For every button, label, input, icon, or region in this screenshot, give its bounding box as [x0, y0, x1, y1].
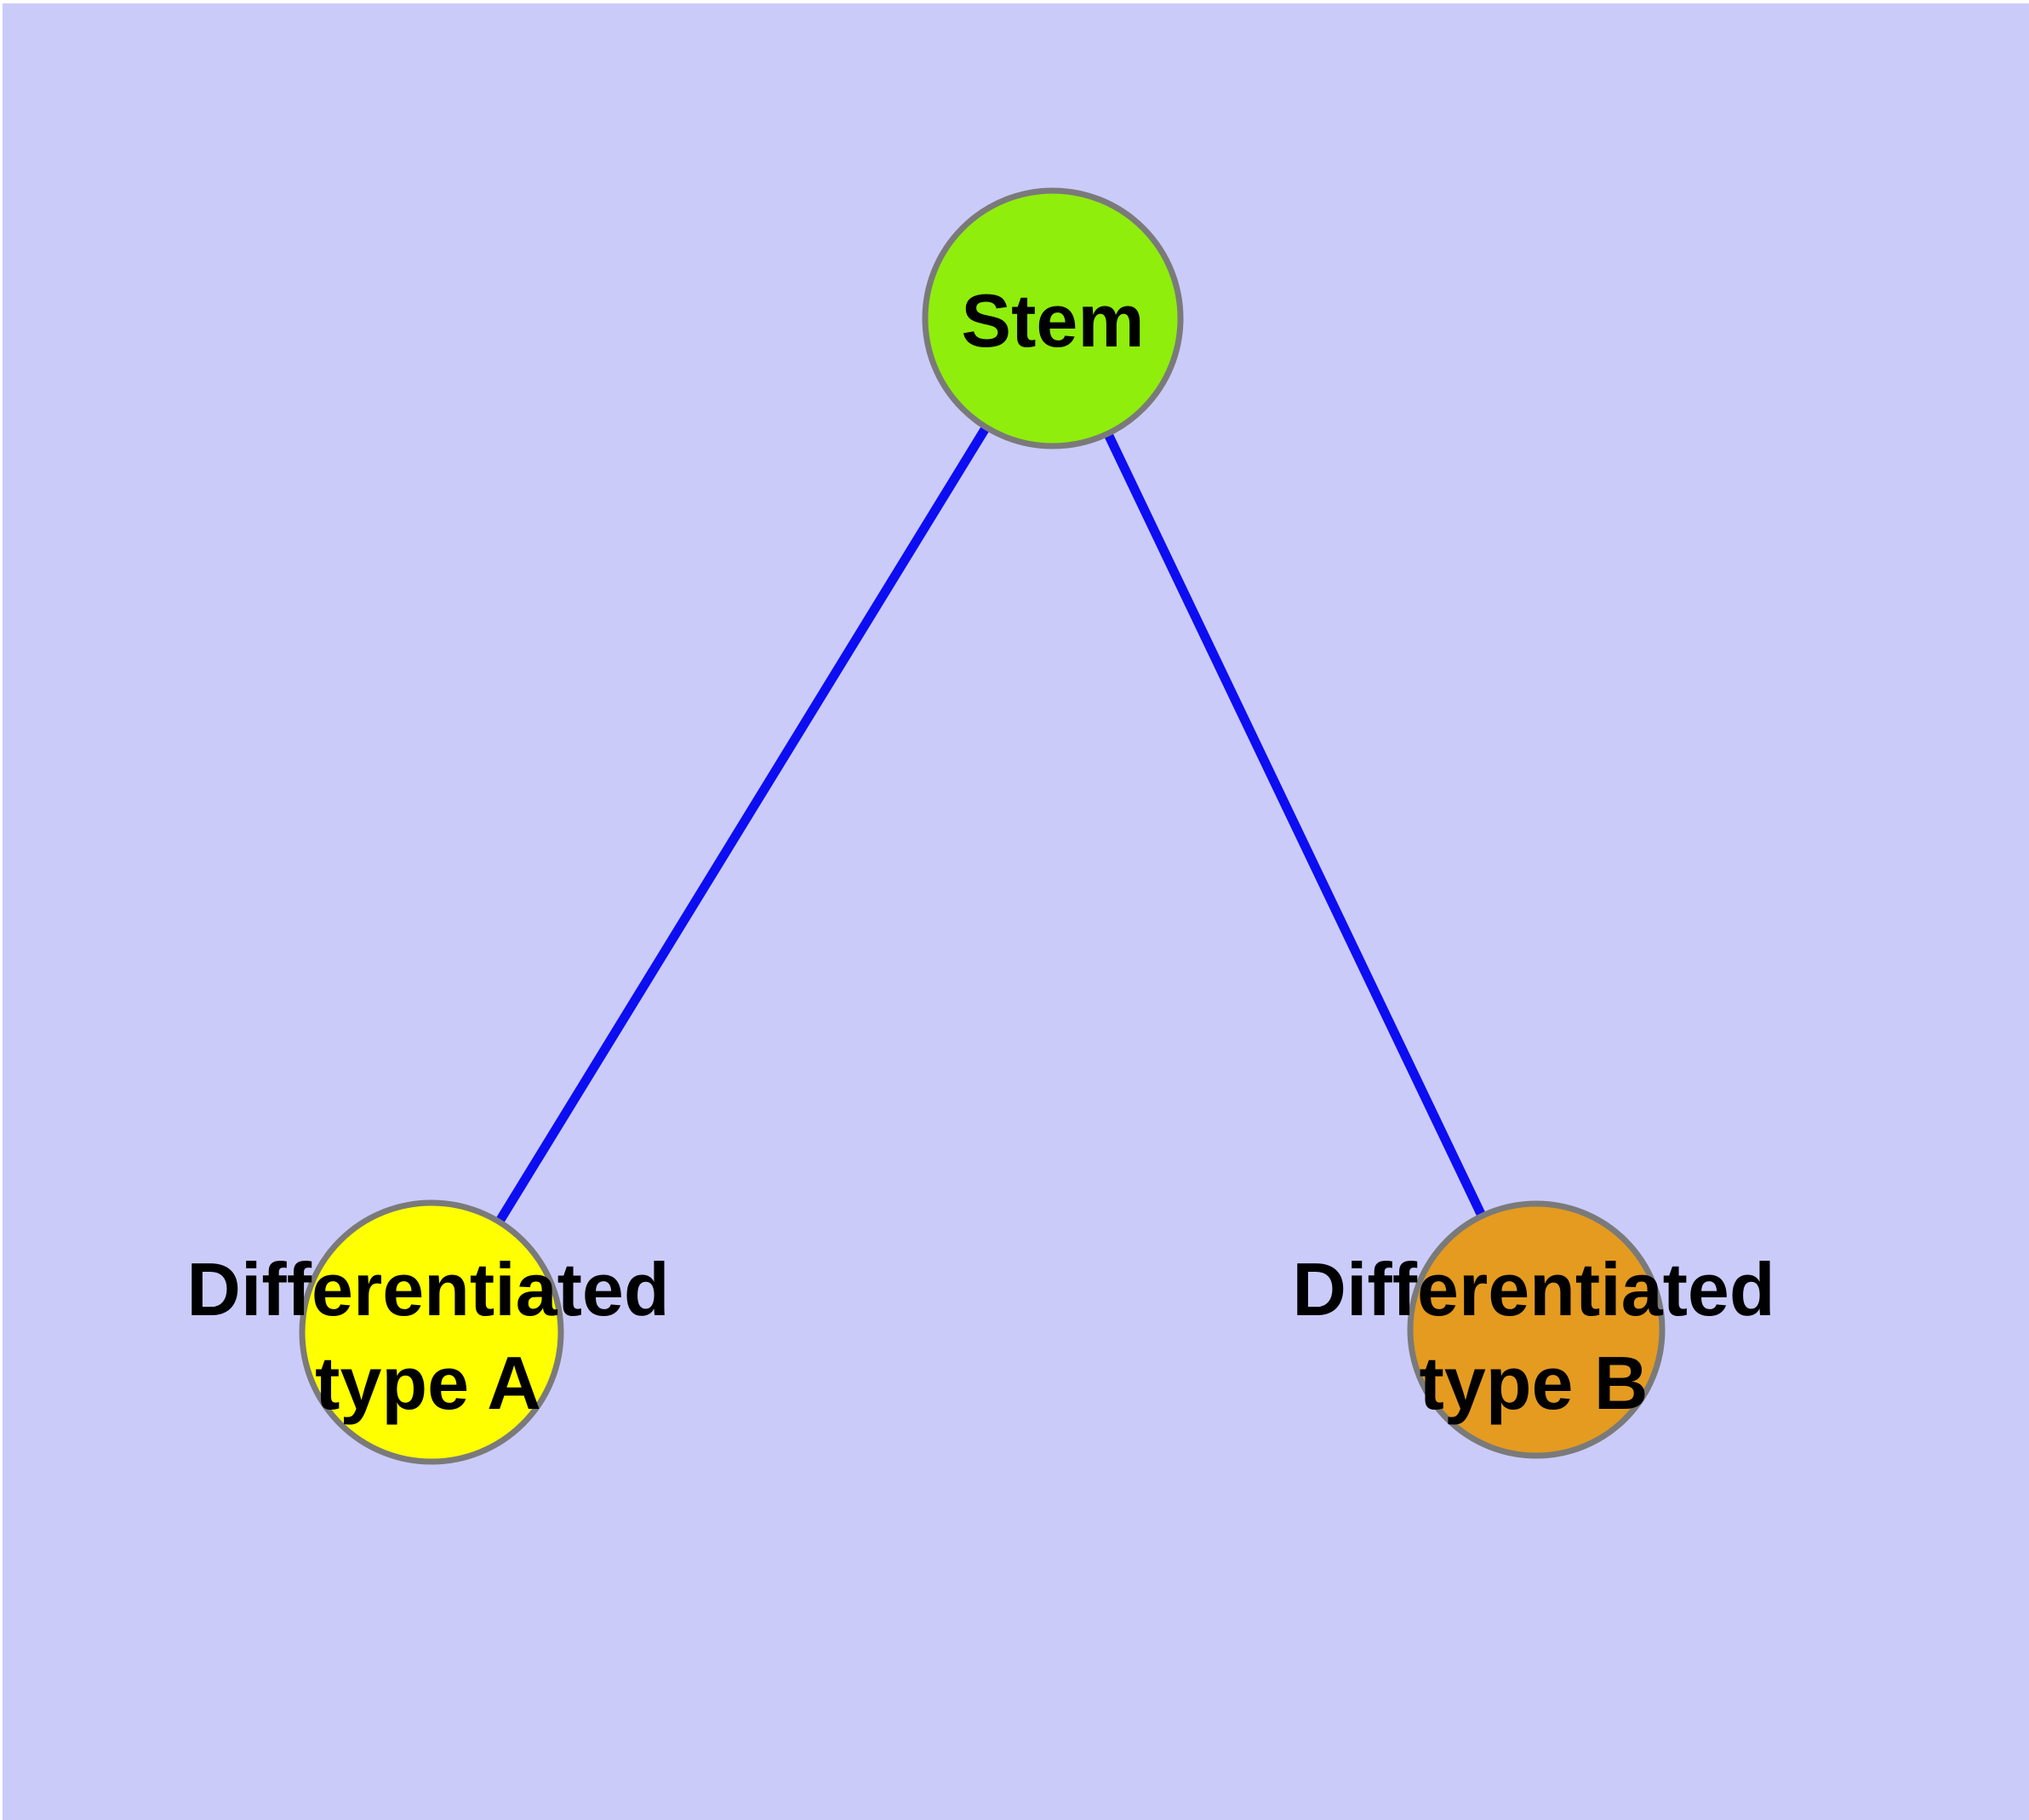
node-type-a-label-line2: type A	[315, 1341, 541, 1425]
edge-stem-to-type-a	[427, 316, 1057, 1335]
node-type-b-label-line1: Differentiated	[1292, 1247, 1775, 1331]
node-stem-label: Stem	[961, 278, 1144, 363]
edge-layer	[427, 316, 1540, 1335]
node-differentiated-type-a: Differentiated type A	[186, 1199, 670, 1465]
node-stem-circle	[922, 187, 1184, 449]
node-type-a-label-line1: Differentiated	[186, 1247, 669, 1331]
edge-stem-to-type-b	[1049, 316, 1540, 1332]
node-type-b-label-line2: type B	[1420, 1341, 1649, 1425]
node-differentiated-type-b: Differentiated type B	[1292, 1200, 1775, 1459]
node-type-a-circle	[299, 1199, 564, 1465]
node-stem: Stem	[922, 187, 1184, 449]
node-type-b-circle	[1407, 1200, 1666, 1459]
